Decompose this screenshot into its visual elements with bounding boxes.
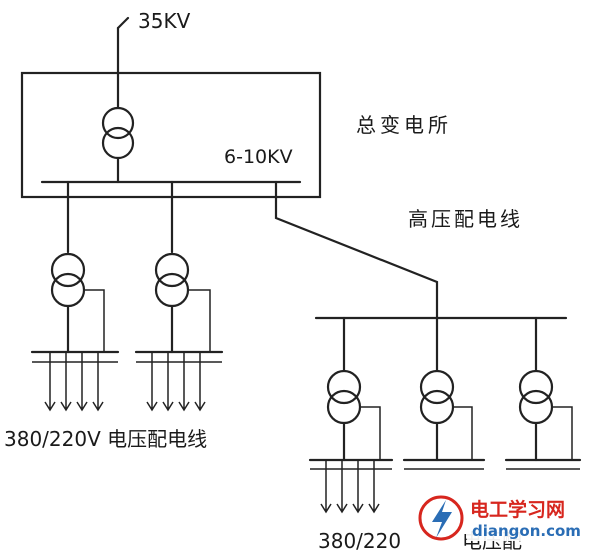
lv-outgoing-feeders-2 xyxy=(146,352,206,412)
bus-voltage-label: 6-10KV xyxy=(224,146,293,168)
site-watermark: 电工学习网 diangon.com xyxy=(418,495,588,541)
main-substation-box xyxy=(20,71,322,199)
lv-line-label-right-voltage: 380/220 xyxy=(318,529,401,553)
distribution-transformer-2 xyxy=(134,252,224,363)
lv-outgoing-feeders-3 xyxy=(320,460,380,514)
lv-line-label-left: 380/220V 电压配电线 xyxy=(4,427,207,451)
distribution-transformer-4 xyxy=(402,369,486,470)
distribution-transformer-1 xyxy=(30,252,120,363)
hv-line-label: 高压配电线 xyxy=(408,207,523,231)
supply-voltage-label: 35KV xyxy=(138,9,191,33)
main-transformer-icon xyxy=(101,106,135,184)
distribution-transformer-5 xyxy=(504,369,582,470)
main-substation-label: 总变电所 xyxy=(356,113,452,137)
lv-outgoing-feeders-1 xyxy=(44,352,104,412)
watermark-site-url: diangon.com xyxy=(472,522,581,540)
incoming-line-35kv xyxy=(116,16,130,110)
watermark-site-cn: 电工学习网 xyxy=(470,498,565,521)
lightning-icon xyxy=(432,500,452,538)
hv-distribution-line xyxy=(274,180,439,320)
distribution-transformer-3 xyxy=(308,369,394,470)
